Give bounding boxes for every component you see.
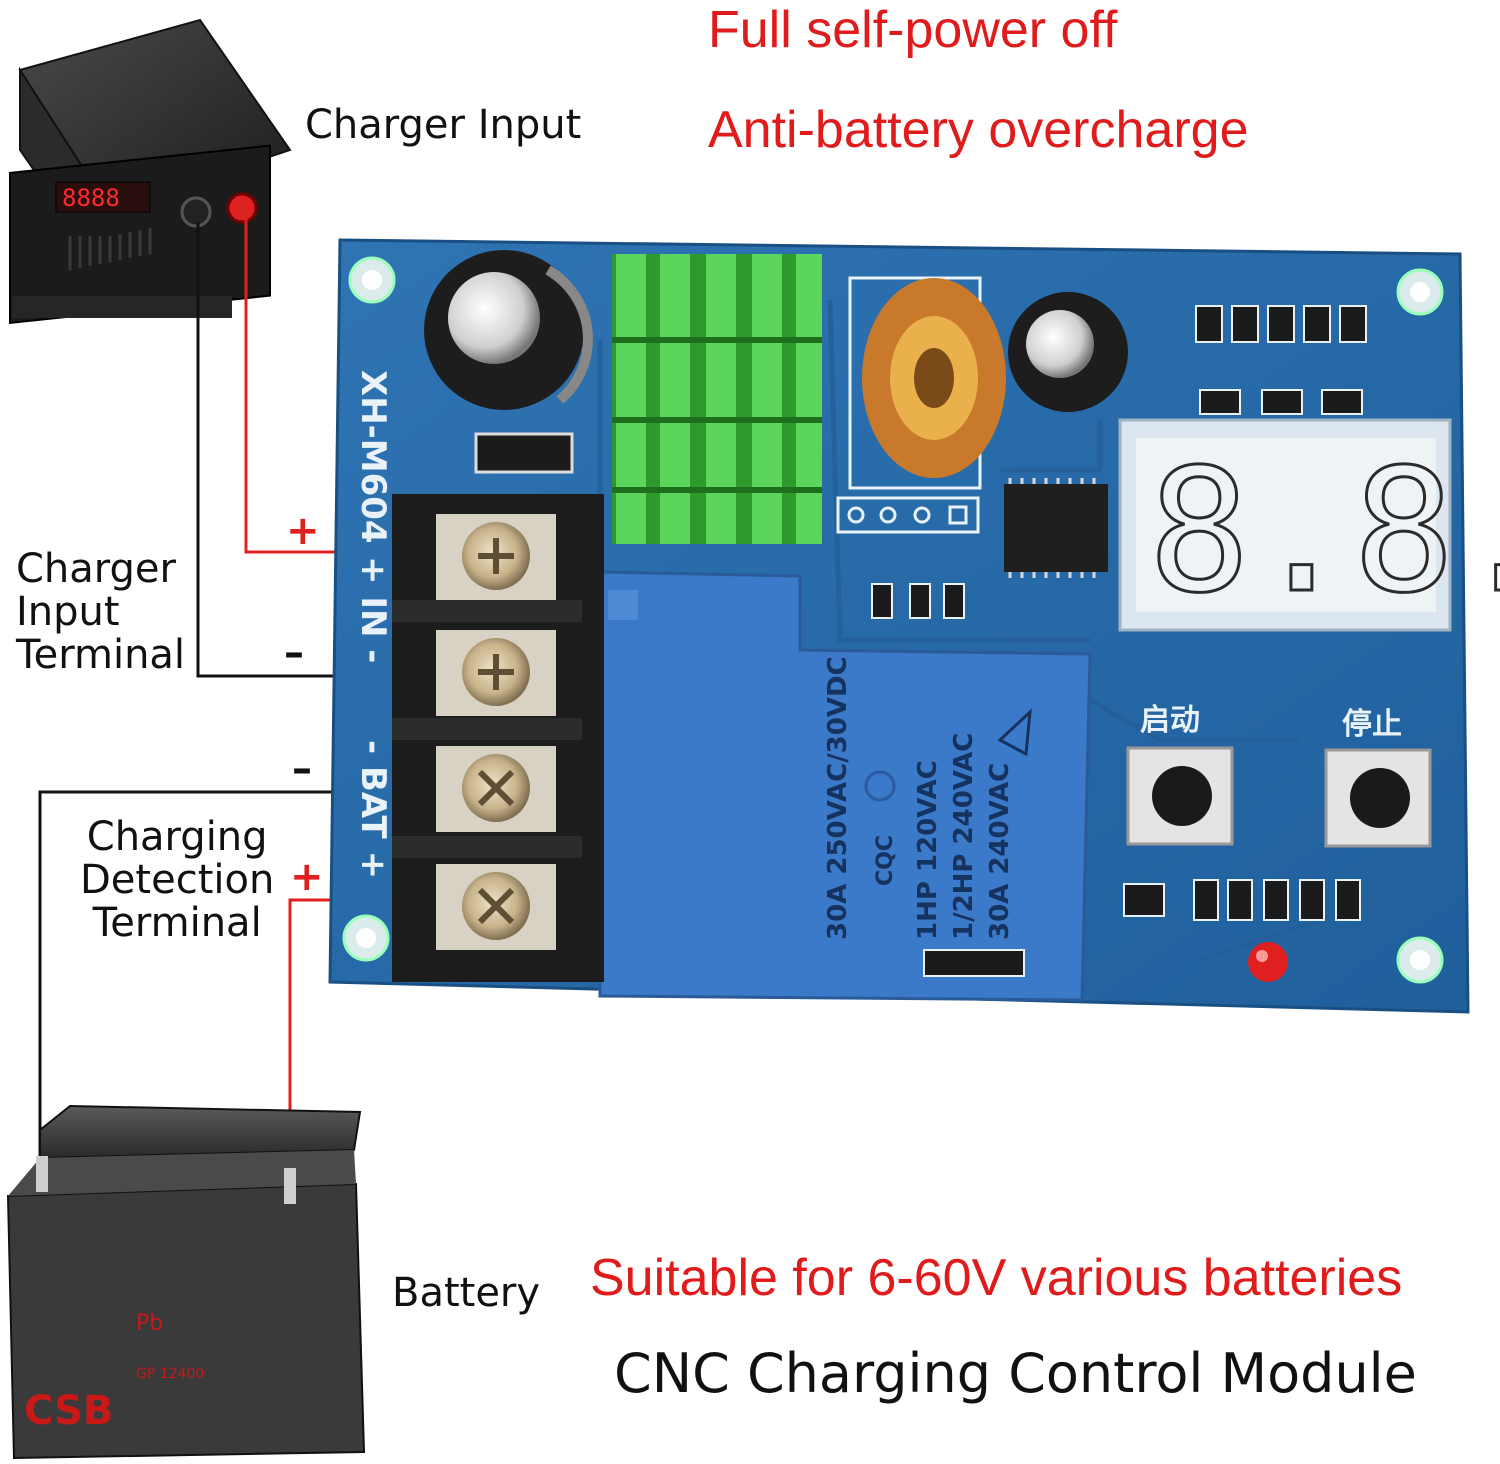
battery-chem: Pb — [136, 1311, 163, 1336]
terminal-label-bat: - BAT + — [353, 740, 393, 879]
charger-device: 8888 — [9, 18, 292, 325]
screw-terminal — [462, 754, 530, 822]
mounting-hole — [1396, 268, 1444, 316]
heading-anti-overcharge: Anti-battery overcharge — [708, 101, 1249, 159]
battery-device: CSB GP 12400 Pb — [6, 1104, 366, 1460]
battery-brand: CSB — [24, 1388, 113, 1434]
smd-caps-mid — [871, 583, 965, 619]
seven-segment-display: 8.8.8 — [1118, 418, 1500, 633]
label-charger-input-terminal: Charger Input Terminal — [16, 546, 186, 679]
relay-rating-2: 1HP 120VAC — [913, 760, 943, 940]
terminal-label-in: + IN - — [353, 556, 393, 663]
label-line: Charging — [86, 814, 268, 860]
pcb-board: 8.8.8 30A 250VAC/30VDC 1HP 120VAC 1/2HP … — [328, 238, 1500, 1014]
diode-d3 — [923, 949, 1025, 977]
battery-model: GP 12400 — [136, 1366, 204, 1382]
minus-sign-battery: – — [292, 746, 312, 792]
label-line: Terminal — [16, 632, 186, 679]
label-charging-detection-terminal: Charging Detection Terminal — [80, 814, 275, 947]
label-charger-input: Charger Input — [305, 102, 582, 148]
diode-d1 — [474, 432, 574, 474]
ic-chip — [1004, 478, 1108, 578]
screw-terminal — [462, 522, 530, 590]
mounting-hole — [342, 914, 390, 962]
plus-sign-battery: + — [290, 854, 324, 900]
terminal-block — [392, 494, 604, 982]
capacitor-large — [424, 250, 593, 410]
svg-text:8888: 8888 — [62, 184, 120, 212]
heading-suitable-batteries: Suitable for 6-60V various batteries — [590, 1249, 1403, 1307]
relay: 30A 250VAC/30VDC 1HP 120VAC 1/2HP 240VAC… — [598, 570, 1092, 1002]
board-model-label: XH-M604 — [353, 370, 393, 544]
start-button[interactable] — [1126, 746, 1234, 846]
minus-sign-charger: – — [284, 630, 304, 676]
inductor-l1 — [848, 276, 1006, 490]
wire-battery-negative — [38, 790, 412, 1160]
screw-terminal — [462, 638, 530, 706]
label-line: Terminal — [92, 900, 262, 947]
stop-button-label: 停止 — [1342, 707, 1402, 742]
smd-resistors-top — [1195, 305, 1367, 415]
header-pins — [836, 496, 980, 534]
label-line: Charger — [16, 546, 176, 592]
stop-button[interactable] — [1324, 748, 1432, 848]
display-digits: 8.8.8 — [1148, 433, 1500, 631]
plus-sign-charger: + — [286, 508, 320, 554]
relay-cqc-logo: CQC — [873, 835, 898, 886]
label-line: Input — [16, 589, 120, 636]
screw-terminal — [462, 872, 530, 940]
relay-rating-4: 30A 240VAC — [985, 763, 1015, 940]
start-button-label: 启动 — [1140, 703, 1200, 738]
relay-rating-1: 30A 250VAC/30VDC — [823, 656, 853, 940]
label-line: Detection — [80, 857, 275, 904]
smd-resistors-bottom — [1123, 879, 1361, 921]
label-battery: Battery — [392, 1270, 541, 1316]
mounting-hole — [1396, 936, 1444, 984]
led-d4 — [1248, 942, 1288, 982]
module-title: CNC Charging Control Module — [614, 1342, 1417, 1405]
capacitor-c7 — [1008, 292, 1128, 412]
relay-rating-3: 1/2HP 240VAC — [949, 733, 979, 940]
heatsink — [612, 254, 822, 544]
mounting-hole — [348, 256, 396, 304]
heading-full-self-power-off: Full self-power off — [708, 1, 1118, 59]
